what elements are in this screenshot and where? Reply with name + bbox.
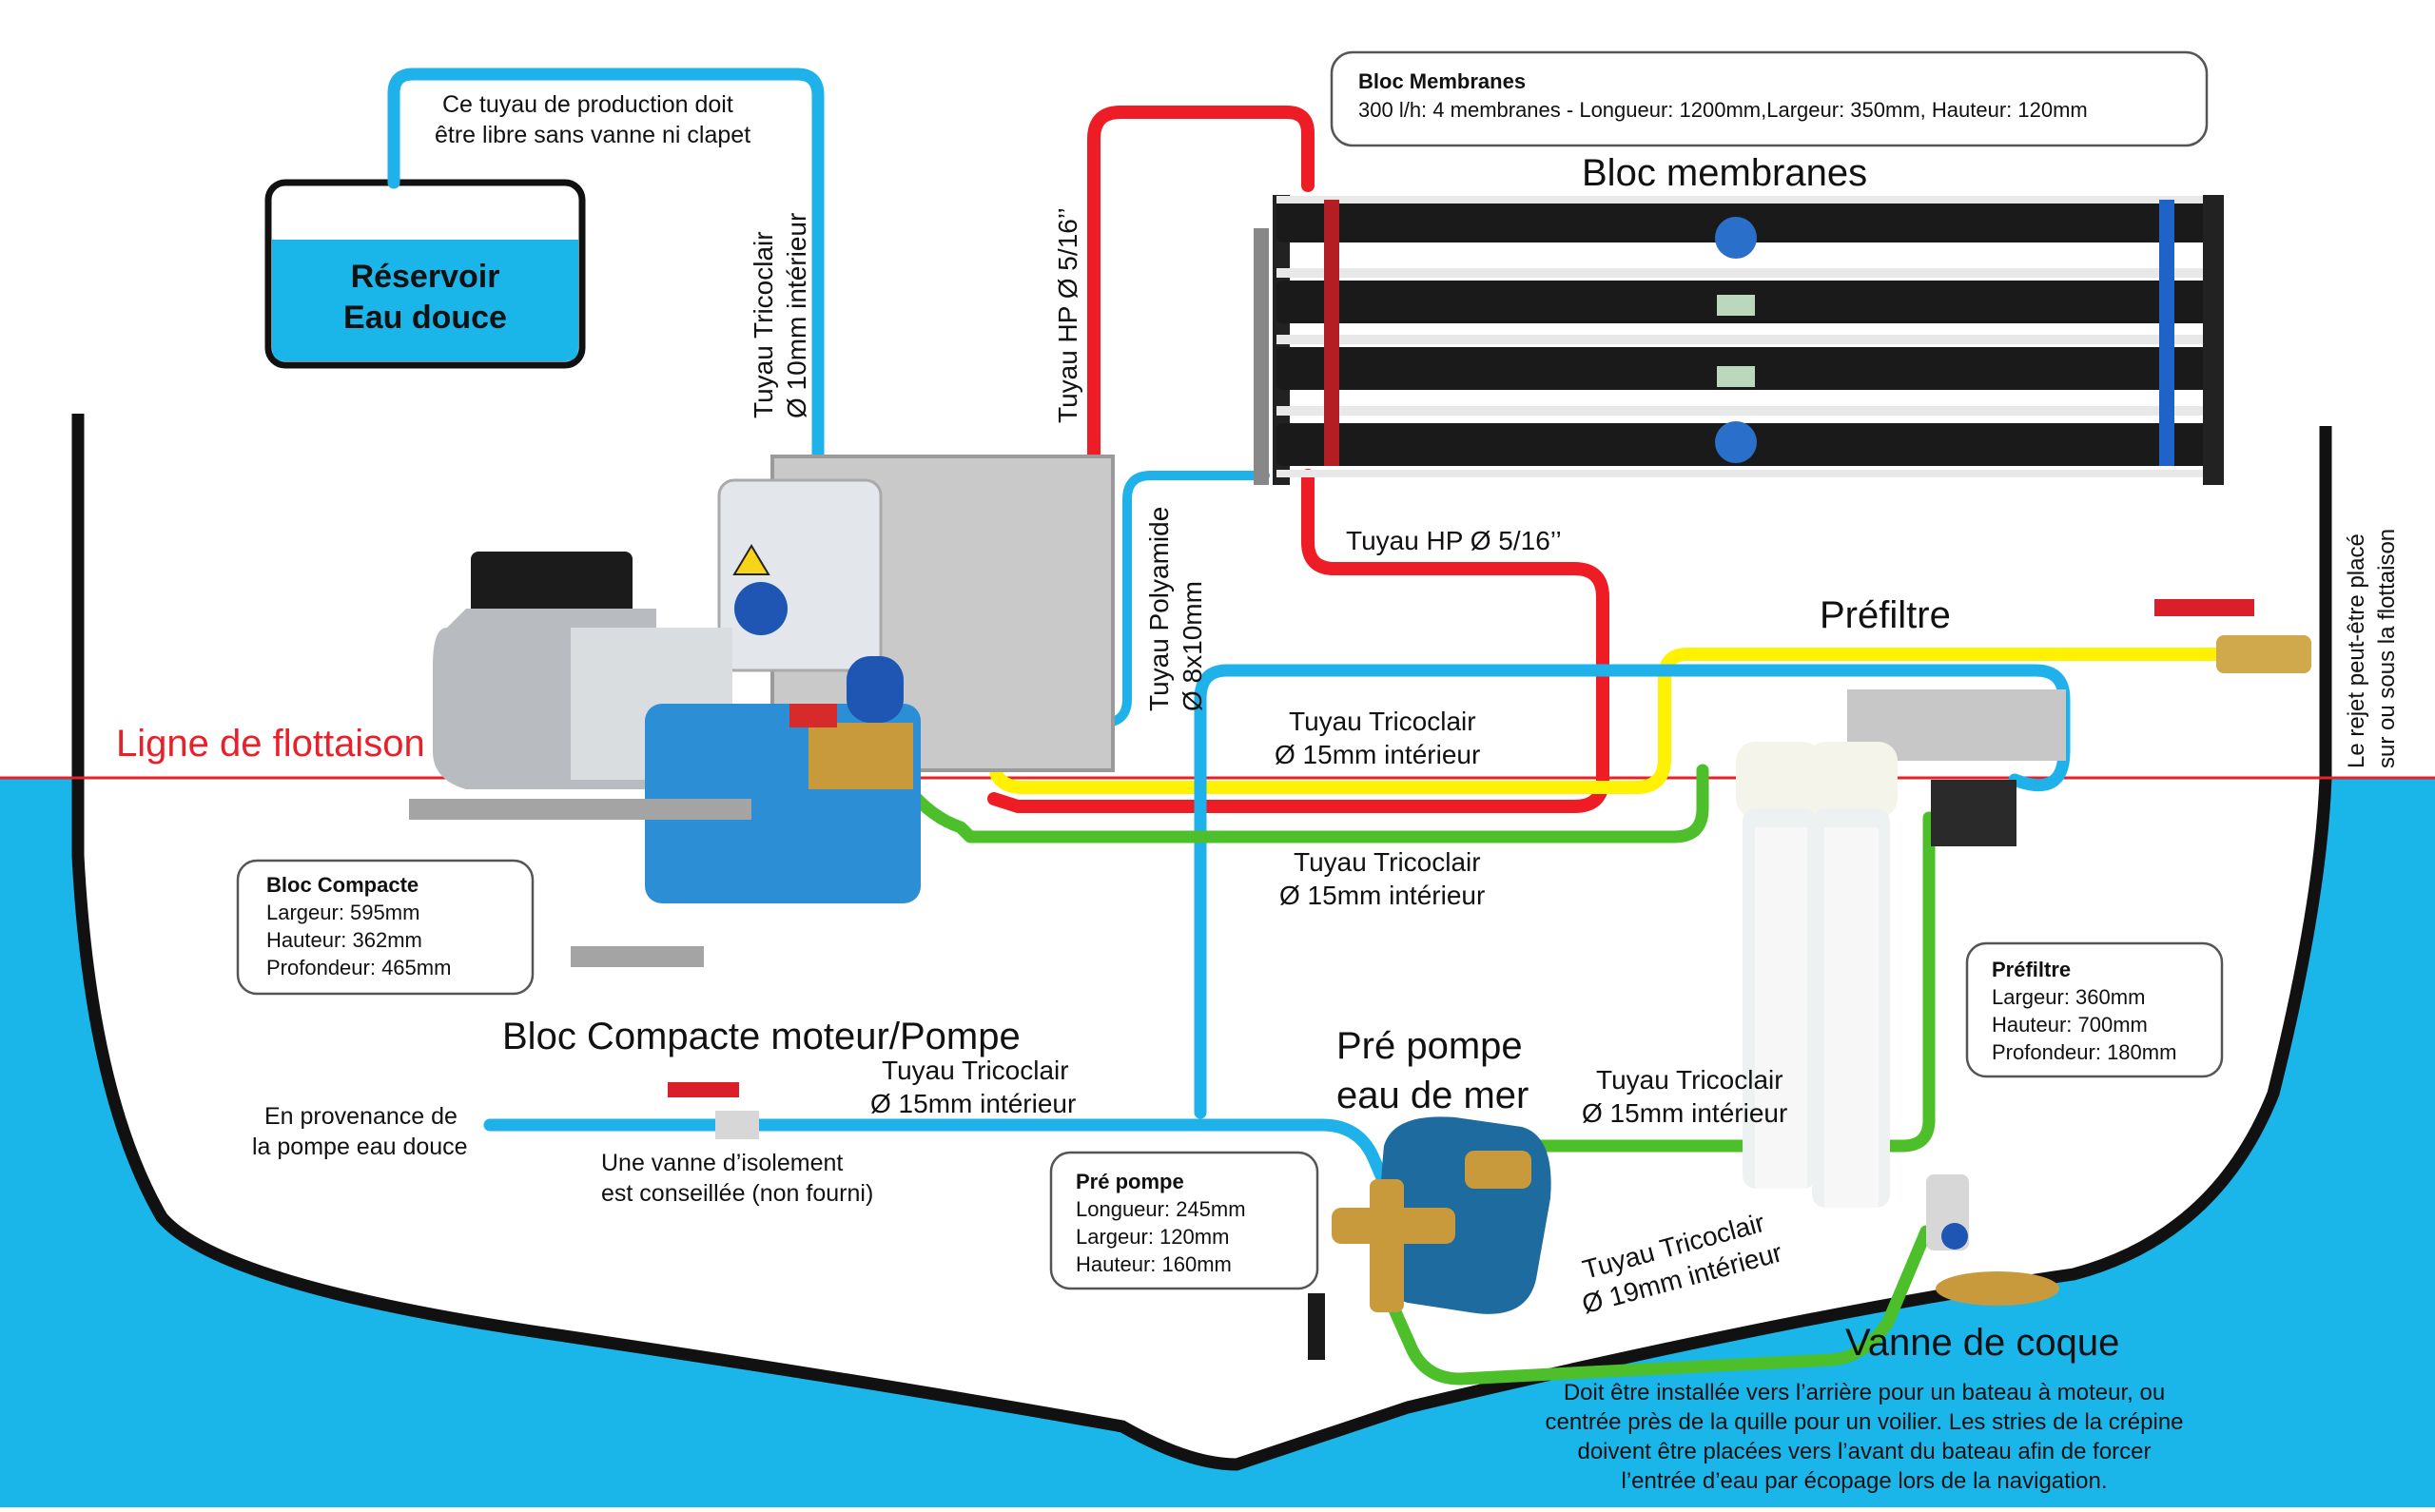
hose-tricoclair-10-1: Tuyau Tricoclair xyxy=(749,231,778,418)
pre-pump xyxy=(1308,1116,1551,1360)
compact-info-title: Bloc Compacte xyxy=(266,873,419,897)
hose-green-label-2: Ø 15mm intérieur xyxy=(1279,881,1485,910)
prepump-info-line2: Largeur: 120mm xyxy=(1076,1225,1229,1249)
compact-info-box: Bloc Compacte Largeur: 595mm Hauteur: 36… xyxy=(236,859,535,996)
reservoir-label-1: Réservoir xyxy=(351,259,500,295)
prepump-info-title: Pré pompe xyxy=(1076,1170,1184,1193)
valve-note-1: Une vanne d’isolement xyxy=(601,1150,843,1176)
prefilter-info-title: Préfiltre xyxy=(1992,958,2071,981)
hose-green-label-1: Tuyau Tricoclair xyxy=(1294,847,1481,877)
hull-valve xyxy=(1926,1174,2059,1306)
pipe-blue-lower xyxy=(483,1118,1395,1200)
warning-icon xyxy=(732,544,770,575)
prefilter-info-line1: Largeur: 360mm xyxy=(1992,985,2145,1009)
reservoir: Réservoir Eau douce xyxy=(264,179,586,369)
prefilter-info-box: Préfiltre Largeur: 360mm Hauteur: 700mm … xyxy=(1965,941,2224,1078)
waterline-label: Ligne de flottaison xyxy=(116,723,425,765)
pipe-blue-loop xyxy=(1194,664,2071,1119)
hull-valve-note-2: centrée près de la quille pour un voilie… xyxy=(1545,1409,2183,1435)
prefilter-info-line2: Hauteur: 700mm xyxy=(1992,1013,2148,1037)
prepump-info-line1: Longueur: 245mm xyxy=(1076,1197,1246,1221)
production-note-2: être libre sans vanne ni clapet xyxy=(435,122,750,148)
hull-valve-title: Vanne de coque xyxy=(1845,1322,2119,1364)
prepump-title-1: Pré pompe xyxy=(1336,1025,1523,1067)
isolation-valve xyxy=(668,1082,759,1139)
hull-valve-note-3: doivent être placées vers l’avant du bat… xyxy=(1577,1439,2151,1464)
valve-handle-icon xyxy=(2154,599,2254,616)
hull-valve-note-1: Doit être installée vers l’arrière pour … xyxy=(1564,1380,2165,1405)
membranes-info-box: Bloc Membranes 300 l/h: 4 membranes - Lo… xyxy=(1330,50,2209,147)
hose-hp-vertical: Tuyau HP Ø 5/16’’ xyxy=(1053,207,1082,423)
valve-note-2: est conseillée (non fourni) xyxy=(601,1180,873,1207)
hose-polyamide-2: Ø 8x10mm xyxy=(1178,581,1207,711)
prefilter xyxy=(1736,689,2066,1208)
compact-info-line2: Hauteur: 362mm xyxy=(266,928,422,952)
membranes-info-title: Bloc Membranes xyxy=(1358,69,1526,93)
membranes-block xyxy=(1254,195,2224,485)
rejection-note-1: Le rejet peut-être placé xyxy=(2344,533,2369,768)
hose-yellow-label-2: Ø 15mm intérieur xyxy=(1275,740,1480,769)
pipe-green-19 xyxy=(1387,1225,1933,1386)
prepump-title-2: eau de mer xyxy=(1336,1075,1529,1116)
fresh-origin-2: la pompe eau douce xyxy=(252,1134,468,1160)
pipe-hp-2 xyxy=(987,469,1609,813)
hose-green-right-1: Tuyau Tricoclair xyxy=(1596,1065,1783,1095)
reservoir-label-2: Eau douce xyxy=(343,300,507,336)
production-note-1: Ce tuyau de production doit xyxy=(442,91,733,118)
hose-blue-lower-1: Tuyau Tricoclair xyxy=(882,1056,1069,1085)
membranes-info-text: 300 l/h: 4 membranes - Longueur: 1200mm,… xyxy=(1358,98,2088,122)
hose-hp-horizontal: Tuyau HP Ø 5/16’’ xyxy=(1346,526,1562,555)
compact-title: Bloc Compacte moteur/Pompe xyxy=(502,1016,1021,1057)
hull-outline xyxy=(71,414,2332,1471)
prepump-info-box: Pré pompe Longueur: 245mm Largeur: 120mm… xyxy=(1049,1151,1319,1290)
hose-blue-lower-2: Ø 15mm intérieur xyxy=(870,1089,1076,1118)
pipe-green-2 xyxy=(1529,811,1936,1153)
prepump-info-line3: Hauteur: 160mm xyxy=(1076,1252,1232,1276)
prefilter-title: Préfiltre xyxy=(1820,594,1951,636)
compact-info-line3: Profondeur: 465mm xyxy=(266,956,451,979)
rejection-note-2: sur ou sous la flottaison xyxy=(2374,529,2400,768)
hose-polyamide-1: Tuyau Polyamide xyxy=(1144,507,1174,711)
hose-tricoclair-10-2: Ø 10mm intérieur xyxy=(782,213,811,418)
pipe-yellow xyxy=(987,648,2242,794)
compact-block xyxy=(409,455,1115,967)
compact-info-line1: Largeur: 595mm xyxy=(266,901,419,924)
hose-green-right-2: Ø 15mm intérieur xyxy=(1582,1098,1787,1128)
hull-valve-note-4: l’entrée d’eau par écopage lors de la na… xyxy=(1621,1468,2107,1494)
membranes-title: Bloc membranes xyxy=(1582,152,1867,194)
pipe-green-1 xyxy=(902,764,1709,843)
hose-yellow-label-1: Tuyau Tricoclair xyxy=(1289,707,1476,736)
outlet-valve xyxy=(2154,599,2311,673)
fresh-origin-1: En provenance de xyxy=(264,1103,458,1130)
prefilter-info-line3: Profondeur: 180mm xyxy=(1992,1040,2176,1064)
